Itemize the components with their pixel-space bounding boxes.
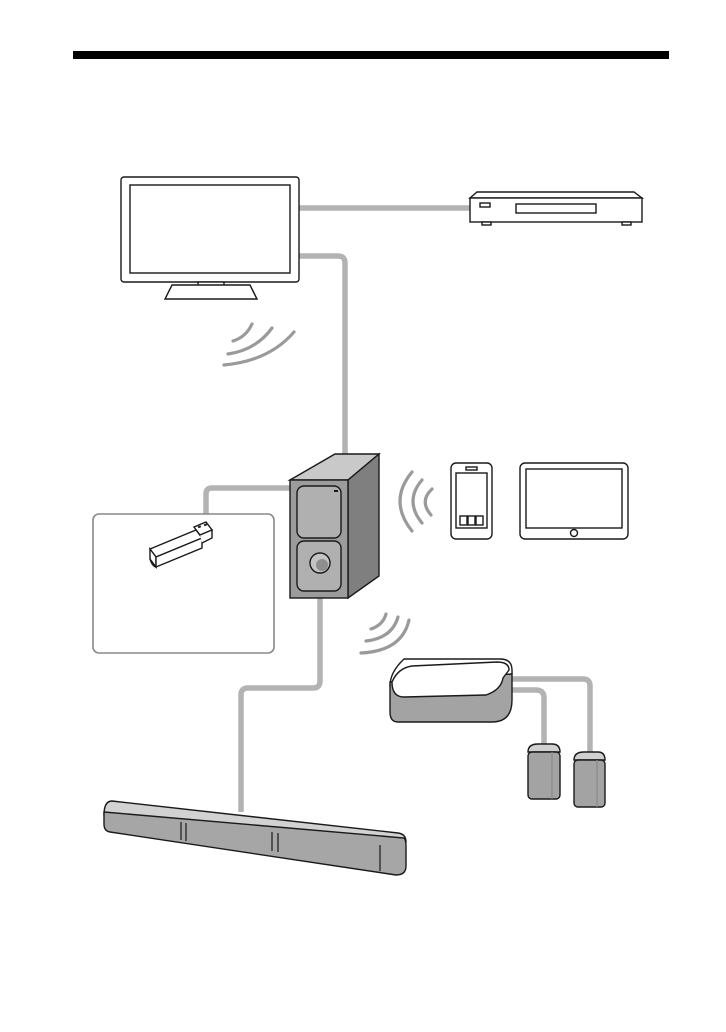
player-foot-right — [622, 222, 631, 225]
phone-app-2 — [468, 516, 475, 525]
tv-screen-inner — [130, 185, 290, 273]
subwoofer-upper-panel — [297, 486, 341, 538]
tv-icon — [121, 177, 299, 299]
cable-hub-speaker-left — [508, 690, 544, 744]
wireless-waves-hub — [361, 614, 409, 653]
phone-app-1 — [460, 516, 467, 525]
speaker-left-body — [528, 752, 560, 799]
cable-tv-subwoofer — [299, 256, 345, 454]
tv-stand — [165, 285, 257, 299]
wireless-waves-mobile — [400, 472, 432, 531]
cable-usb-subwoofer — [206, 488, 290, 514]
wireless-waves-tv — [224, 324, 294, 365]
tablet-icon — [520, 463, 628, 539]
player-foot-left — [482, 222, 491, 225]
speaker-icon — [574, 752, 605, 807]
phone-app-3 — [476, 516, 483, 525]
player-tray — [516, 204, 596, 213]
player-button — [480, 203, 490, 207]
hub-icon — [390, 659, 512, 722]
subwoofer-side — [348, 454, 379, 598]
speaker-right-top — [574, 752, 605, 760]
speaker-icon — [528, 744, 560, 799]
smartphone-icon — [451, 463, 492, 539]
subwoofer-port-inner — [316, 559, 328, 571]
hub-top-face — [392, 662, 509, 697]
speaker-right-body — [574, 760, 605, 807]
tablet-screen — [526, 469, 622, 528]
soundbar-icon — [104, 801, 406, 875]
phone-speaker — [466, 467, 477, 470]
subwoofer-indicator — [334, 490, 338, 492]
tablet-home-button — [571, 530, 578, 537]
player-top — [470, 192, 642, 198]
speaker-left-top — [528, 744, 560, 752]
subwoofer-icon — [290, 454, 379, 598]
disc-player-icon — [470, 192, 642, 225]
